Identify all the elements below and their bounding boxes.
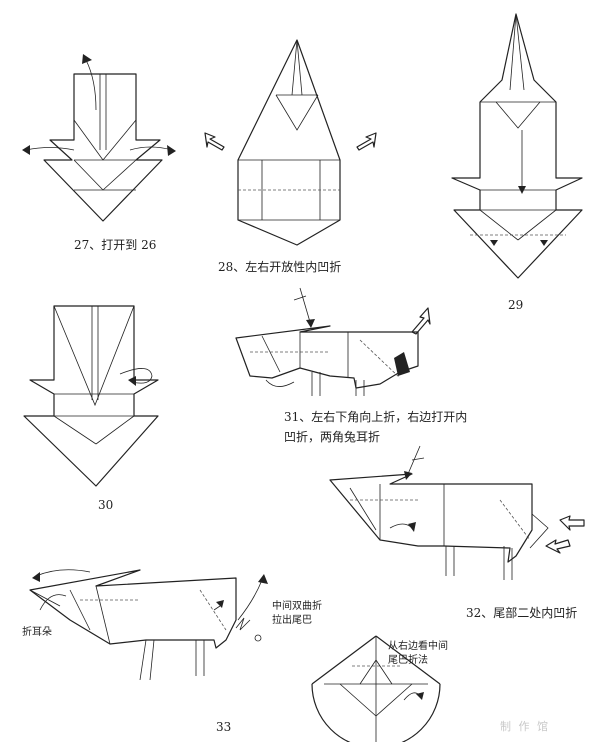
step-27-diagram: [22, 54, 176, 222]
tail-detail-label-line1: 从右边看中间: [388, 641, 448, 652]
step-30-caption: 30: [98, 498, 114, 512]
step-28-caption: 28、左右开放性内凹折: [218, 260, 342, 274]
ear-fold-label: 折耳朵: [22, 627, 52, 638]
watermark: 制 作 馆: [500, 720, 550, 733]
step-29-diagram: [451, 13, 583, 279]
tail-detail-label-line2: 尾巴折法: [388, 655, 428, 666]
step-32-caption: 32、尾部二处内凹折: [466, 606, 578, 620]
step-30-diagram: [23, 305, 159, 487]
step-27-caption: 27、打开到 26: [74, 238, 157, 252]
tail-detail-diagram: [311, 635, 441, 742]
step-28-diagram: [204, 39, 377, 246]
tail-fold-label-line2: 拉出尾巴: [272, 615, 312, 626]
step-31-diagram: [235, 287, 431, 396]
step-29-caption: 29: [508, 298, 524, 312]
tail-fold-label-line1: 中间双曲折: [272, 601, 322, 612]
step-33-diagram: [29, 569, 268, 681]
step-31-caption-line1: 31、左右下角向上折，右边打开内: [284, 410, 468, 424]
step-33-caption: 33: [216, 720, 232, 734]
step-32-diagram: [329, 445, 585, 580]
step-31-caption-line2: 凹折，两角兔耳折: [284, 430, 381, 444]
